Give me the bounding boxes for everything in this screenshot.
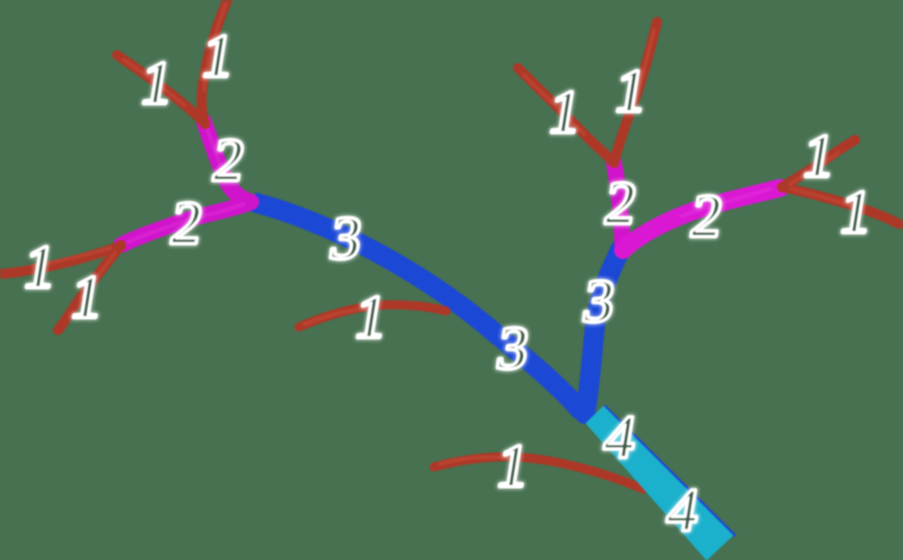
svg-text:2: 2 xyxy=(687,183,728,250)
svg-text:1: 1 xyxy=(198,23,239,90)
svg-text:1: 1 xyxy=(799,123,840,190)
svg-text:1: 1 xyxy=(836,179,877,246)
svg-text:1: 1 xyxy=(137,50,178,117)
svg-text:1: 1 xyxy=(20,234,61,301)
svg-text:2: 2 xyxy=(167,190,208,257)
svg-text:3: 3 xyxy=(579,268,620,335)
svg-text:1: 1 xyxy=(67,264,108,331)
svg-text:1: 1 xyxy=(493,433,534,500)
svg-text:3: 3 xyxy=(326,205,367,272)
svg-text:2: 2 xyxy=(601,170,642,237)
svg-text:1: 1 xyxy=(611,58,652,125)
svg-text:1: 1 xyxy=(351,284,392,351)
